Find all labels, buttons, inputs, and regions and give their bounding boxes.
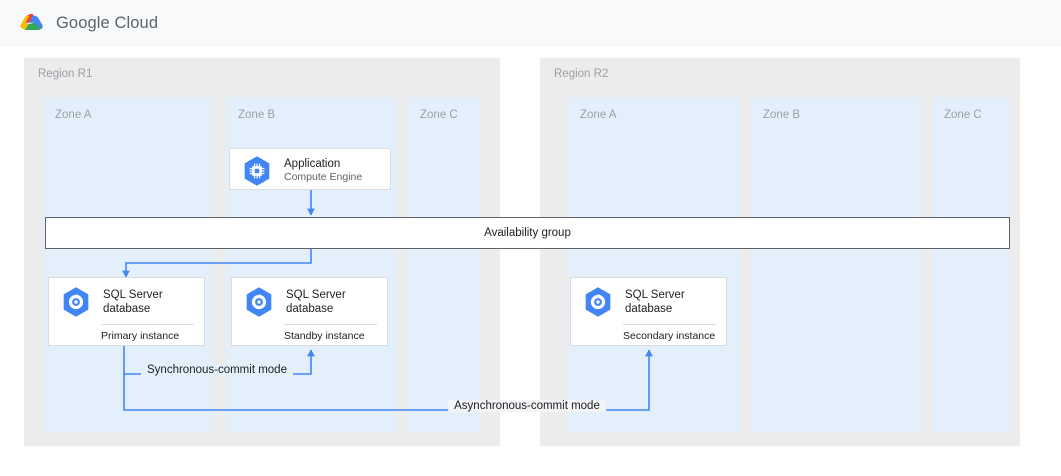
zone-r1-c: Zone C xyxy=(408,97,480,432)
sql-server-database-icon xyxy=(585,286,611,317)
brand-text: Google Cloud xyxy=(56,14,158,33)
availability-group-label: Availability group xyxy=(484,227,571,239)
region-r1-label: Region R1 xyxy=(38,68,93,80)
page-header: Google Cloud xyxy=(0,0,1061,47)
zone-r1-a-label: Zone A xyxy=(55,109,92,121)
primary-divider xyxy=(101,324,194,325)
zone-r2-a-label: Zone A xyxy=(580,109,617,121)
sql-server-database-icon xyxy=(63,286,89,317)
google-cloud-logo: Google Cloud xyxy=(18,9,158,37)
zone-r2-c-label: Zone C xyxy=(944,109,982,121)
card-standby-instance[interactable]: SQL Server database Standby instance xyxy=(231,277,388,346)
standby-title-line1: SQL Server xyxy=(286,288,346,301)
brand-primary: Google xyxy=(56,13,110,32)
secondary-title-line2: database xyxy=(625,302,673,315)
application-subtitle: Compute Engine xyxy=(284,171,363,183)
zone-r2-a: Zone A xyxy=(568,97,739,432)
availability-group-bar[interactable]: Availability group xyxy=(45,217,1010,249)
card-primary-instance[interactable]: SQL Server database Primary instance xyxy=(48,277,205,346)
primary-title-line2: database xyxy=(103,302,151,315)
standby-instance-footer: Standby instance xyxy=(284,330,365,342)
region-r2-label: Region R2 xyxy=(554,68,609,80)
asynchronous-commit-label: Asynchronous-commit mode xyxy=(448,400,606,412)
zone-r1-c-label: Zone C xyxy=(420,109,458,121)
google-cloud-logo-icon xyxy=(20,13,43,31)
primary-instance-footer: Primary instance xyxy=(101,330,180,342)
secondary-divider xyxy=(623,324,716,325)
standby-title-line2: database xyxy=(286,302,334,315)
card-secondary-instance[interactable]: SQL Server database Secondary instance xyxy=(570,277,727,346)
primary-title-line1: SQL Server xyxy=(103,288,163,301)
zone-r2-b: Zone B xyxy=(751,97,922,432)
application-title: Application xyxy=(284,158,341,170)
card-application[interactable]: Application Compute Engine xyxy=(229,148,391,190)
zone-r1-a: Zone A xyxy=(43,97,214,432)
compute-engine-icon xyxy=(244,155,270,186)
secondary-title-line1: SQL Server xyxy=(625,288,685,301)
brand-secondary: Cloud xyxy=(114,13,159,32)
sql-server-database-icon xyxy=(246,286,272,317)
standby-divider xyxy=(284,324,377,325)
secondary-instance-footer: Secondary instance xyxy=(623,330,716,342)
zone-r1-b-label: Zone B xyxy=(238,109,276,121)
synchronous-commit-label: Synchronous-commit mode xyxy=(141,364,293,376)
zone-r2-c: Zone C xyxy=(932,97,1010,432)
zone-r2-b-label: Zone B xyxy=(763,109,801,121)
